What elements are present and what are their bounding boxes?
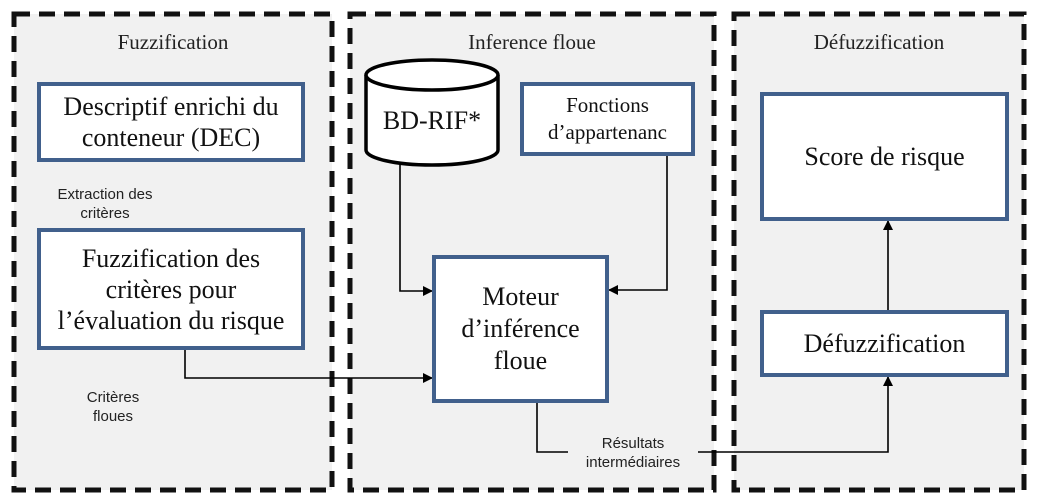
extraction-criteres-label: Extraction des critères bbox=[57, 186, 153, 222]
dec-box: Descriptif enrichi du conteneur (DEC) bbox=[37, 82, 305, 162]
moteur-inference-box: Moteur d’inférence floue bbox=[432, 255, 609, 403]
fonctions-label: Fonctions d’appartenanc bbox=[548, 93, 667, 144]
fuzzification-criteres-box: Fuzzification des critères pour l’évalua… bbox=[37, 228, 305, 350]
fonctions-box: Fonctions d’appartenanc bbox=[520, 82, 695, 156]
arrow-fuzzification-to-moteur bbox=[184, 350, 433, 383]
bd-rif-label: BD-RIF* bbox=[382, 106, 482, 135]
resultats-intermediaires-label: Résultats intermédiaires bbox=[568, 434, 698, 472]
inference-panel-title: Inference floue bbox=[468, 30, 596, 54]
fuzzification-panel-title: Fuzzification bbox=[117, 30, 229, 54]
fuzzification-criteres-label: Fuzzification des critères pour l’évalua… bbox=[57, 243, 285, 335]
arrow-bdrif-to-moteur bbox=[399, 163, 433, 296]
defuzzification-panel-title: Défuzzification bbox=[813, 30, 945, 54]
dec-label: Descriptif enrichi du conteneur (DEC) bbox=[63, 92, 279, 152]
criteres-floues-label: Critères floues bbox=[86, 389, 140, 425]
database-cylinder-icon bbox=[364, 58, 500, 167]
defuzzification-label: Défuzzification bbox=[803, 328, 966, 358]
inference-panel-border bbox=[347, 11, 717, 493]
arrow-fonctions-to-moteur bbox=[608, 156, 668, 295]
moteur-inference-label: Moteur d’inférence floue bbox=[461, 282, 580, 375]
arrow-moteur-to-defuzzification bbox=[536, 376, 893, 453]
defuzzification-panel-border bbox=[731, 11, 1027, 493]
fuzzification-panel-border bbox=[11, 11, 335, 493]
score-risque-box: Score de risque bbox=[760, 92, 1009, 221]
defuzzification-box: Défuzzification bbox=[760, 310, 1009, 377]
score-risque-label: Score de risque bbox=[804, 141, 965, 171]
